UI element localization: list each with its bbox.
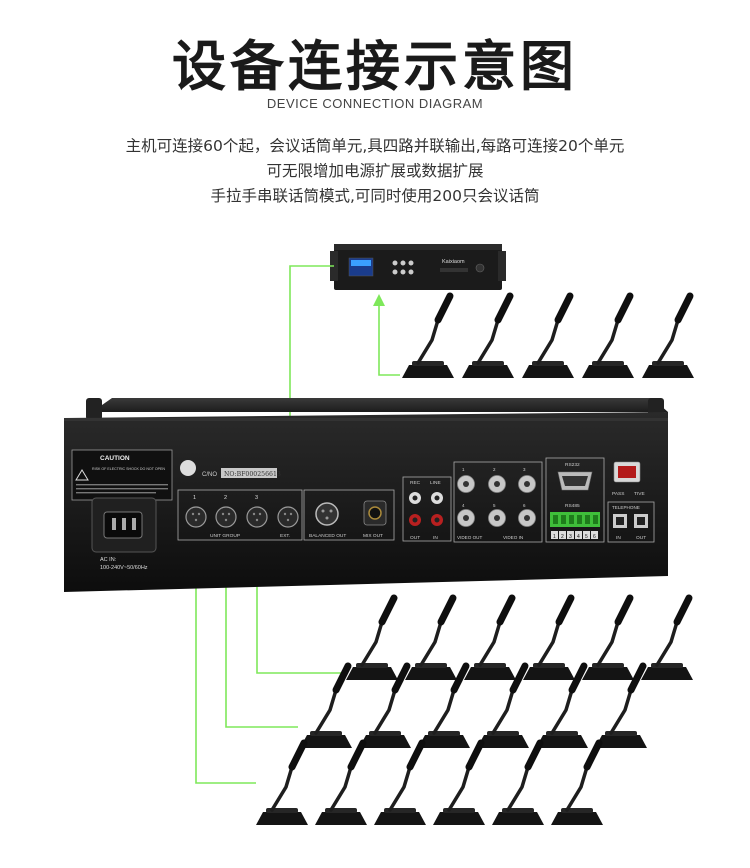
wire-extension-to-mics — [378, 302, 400, 376]
page-subtitle: DEVICE CONNECTION DIAGRAM — [266, 96, 484, 111]
microphone-top-3 — [522, 296, 574, 378]
telephone-in-label: IN — [616, 535, 621, 541]
microphone-row-3 — [256, 743, 603, 825]
extension-unit: Kaixiaom — [330, 244, 506, 290]
video-in-label: VIDEO IN — [503, 535, 523, 540]
bnc-label-2: 2 — [493, 467, 496, 472]
rca-in-label: IN — [433, 535, 438, 541]
page-title: 设备连接示意图 — [172, 35, 578, 98]
unit-label-3: 3 — [255, 495, 258, 501]
unit-label-1: 1 — [193, 495, 196, 501]
rs485-pin-4: 4 — [577, 534, 580, 540]
serial-number: NO:BF000256613 — [224, 471, 281, 478]
mix-out-label: MIX OUT — [363, 533, 383, 539]
rs485-pin-6: 6 — [593, 534, 596, 540]
microphone-row1-2 — [405, 598, 457, 680]
balanced-out-port[interactable] — [315, 502, 339, 526]
unit-port-2[interactable] — [215, 506, 237, 528]
unit-group-label: UNIT GROUP — [210, 533, 240, 539]
description-line-3: 手拉手串联话筒模式,可同时使用200只会议话筒 — [210, 187, 540, 205]
caution-warning: RISK OF ELECTRIC SHOCK DO NOT OPEN — [92, 467, 165, 471]
telephone-out-label: OUT — [636, 535, 646, 541]
unit-port-1[interactable] — [185, 506, 207, 528]
microphone-row1-1 — [346, 598, 398, 680]
rca-out-label: OUT — [410, 535, 420, 541]
rs485-pin-1: 1 — [553, 534, 556, 540]
microphone-row3-4 — [433, 743, 485, 825]
ac-spec-label: 100-240V~50/60Hz — [100, 565, 148, 571]
unit-label-2: 2 — [224, 495, 227, 501]
microphone-top-2 — [462, 296, 514, 378]
bnc-label-5: 5 — [493, 503, 496, 508]
rs485-label: RS485 — [565, 503, 580, 509]
ac-in-label: AC IN: — [100, 557, 117, 563]
microphone-row1-4 — [523, 598, 575, 680]
microphone-row3-1 — [256, 743, 308, 825]
pass-label: PASS — [612, 491, 624, 497]
bnc-label-1: 1 — [462, 467, 465, 472]
microphone-row2-1 — [300, 666, 352, 748]
caution-label: CAUTION — [100, 455, 130, 462]
microphone-row1-5 — [582, 598, 634, 680]
rs485-pin-3: 3 — [569, 534, 572, 540]
telephone-label: TELEPHONE — [612, 505, 640, 510]
balanced-out-label: BALANCED OUT — [309, 533, 346, 539]
microphone-row1-6 — [641, 598, 693, 680]
description-line-2: 可无限增加电源扩展或数据扩展 — [266, 162, 484, 180]
bnc-label-3: 3 — [523, 467, 526, 472]
microphone-row3-6 — [551, 743, 603, 825]
ext-label: EXT. — [280, 533, 290, 539]
rs232-label: RS232 — [565, 462, 580, 468]
microphone-top-5 — [642, 296, 694, 378]
microphone-row3-2 — [315, 743, 367, 825]
rs485-pin-2: 2 — [561, 534, 564, 540]
arrow-up-extension — [373, 294, 385, 306]
main-host: CAUTION RISK OF ELECTRIC SHOCK DO NOT OP… — [64, 398, 668, 592]
tive-label: TIVE — [634, 491, 645, 497]
microphone-row-top — [402, 296, 694, 378]
bnc-label-6: 6 — [523, 503, 526, 508]
microphone-row1-3 — [464, 598, 516, 680]
wire-group-1 — [195, 510, 256, 784]
rec-label: REC — [410, 480, 421, 486]
microphone-top-4 — [582, 296, 634, 378]
bnc-label-4: 4 — [462, 503, 465, 508]
mix-out-port[interactable] — [368, 506, 382, 520]
line-label: LINE — [430, 480, 441, 486]
extension-brand-label: Kaixiaom — [442, 259, 465, 265]
description-line-1: 主机可连接60个起，会议话筒单元,具四路并联输出,每路可连接20个单元 — [125, 137, 625, 155]
ext-port[interactable] — [277, 506, 299, 528]
cno-label: C/NO — [202, 472, 217, 478]
microphone-top-1 — [402, 296, 454, 378]
unit-port-3[interactable] — [246, 506, 268, 528]
microphone-row3-5 — [492, 743, 544, 825]
rs485-pin-5: 5 — [585, 534, 588, 540]
video-out-label: VIDEO OUT — [457, 535, 482, 540]
microphone-row3-3 — [374, 743, 426, 825]
